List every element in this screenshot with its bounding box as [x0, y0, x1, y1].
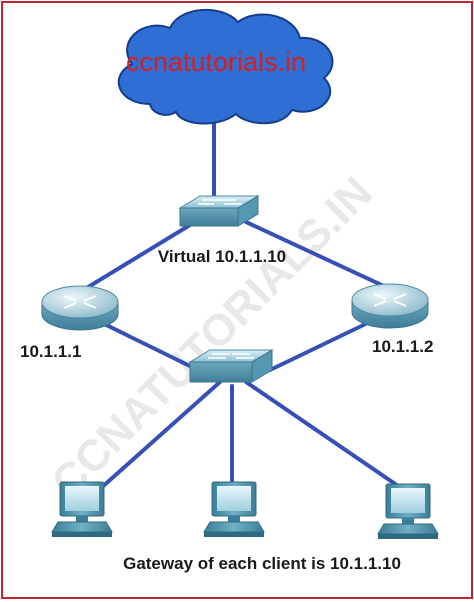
link-router-left-switch-middle — [90, 316, 200, 372]
router-icon — [41, 285, 119, 331]
label-gateway-note: Gateway of each client is 10.1.1.10 — [123, 554, 401, 573]
pc-icon — [203, 481, 265, 537]
switch-icon — [178, 195, 260, 227]
label-virtual-ip: Virtual 10.1.1.10 — [158, 247, 286, 266]
label-router-left-ip: 10.1.1.1 — [20, 342, 81, 361]
link-switch-top-router-right — [244, 220, 390, 290]
pc-icon — [377, 483, 439, 539]
link-switch-top-router-left — [78, 223, 192, 294]
link-router-right-switch-middle — [268, 316, 380, 372]
switch-icon — [188, 349, 274, 383]
label-router-right-ip: 10.1.1.2 — [372, 337, 433, 356]
links — [78, 110, 406, 498]
brand-title: ccnatutorials.in — [126, 47, 306, 77]
link-switch-middle-pc-right — [244, 380, 406, 492]
pc-icon — [51, 481, 113, 537]
router-icon — [351, 283, 429, 329]
link-switch-middle-pc-left — [90, 380, 222, 498]
cloud-icon — [117, 9, 334, 125]
